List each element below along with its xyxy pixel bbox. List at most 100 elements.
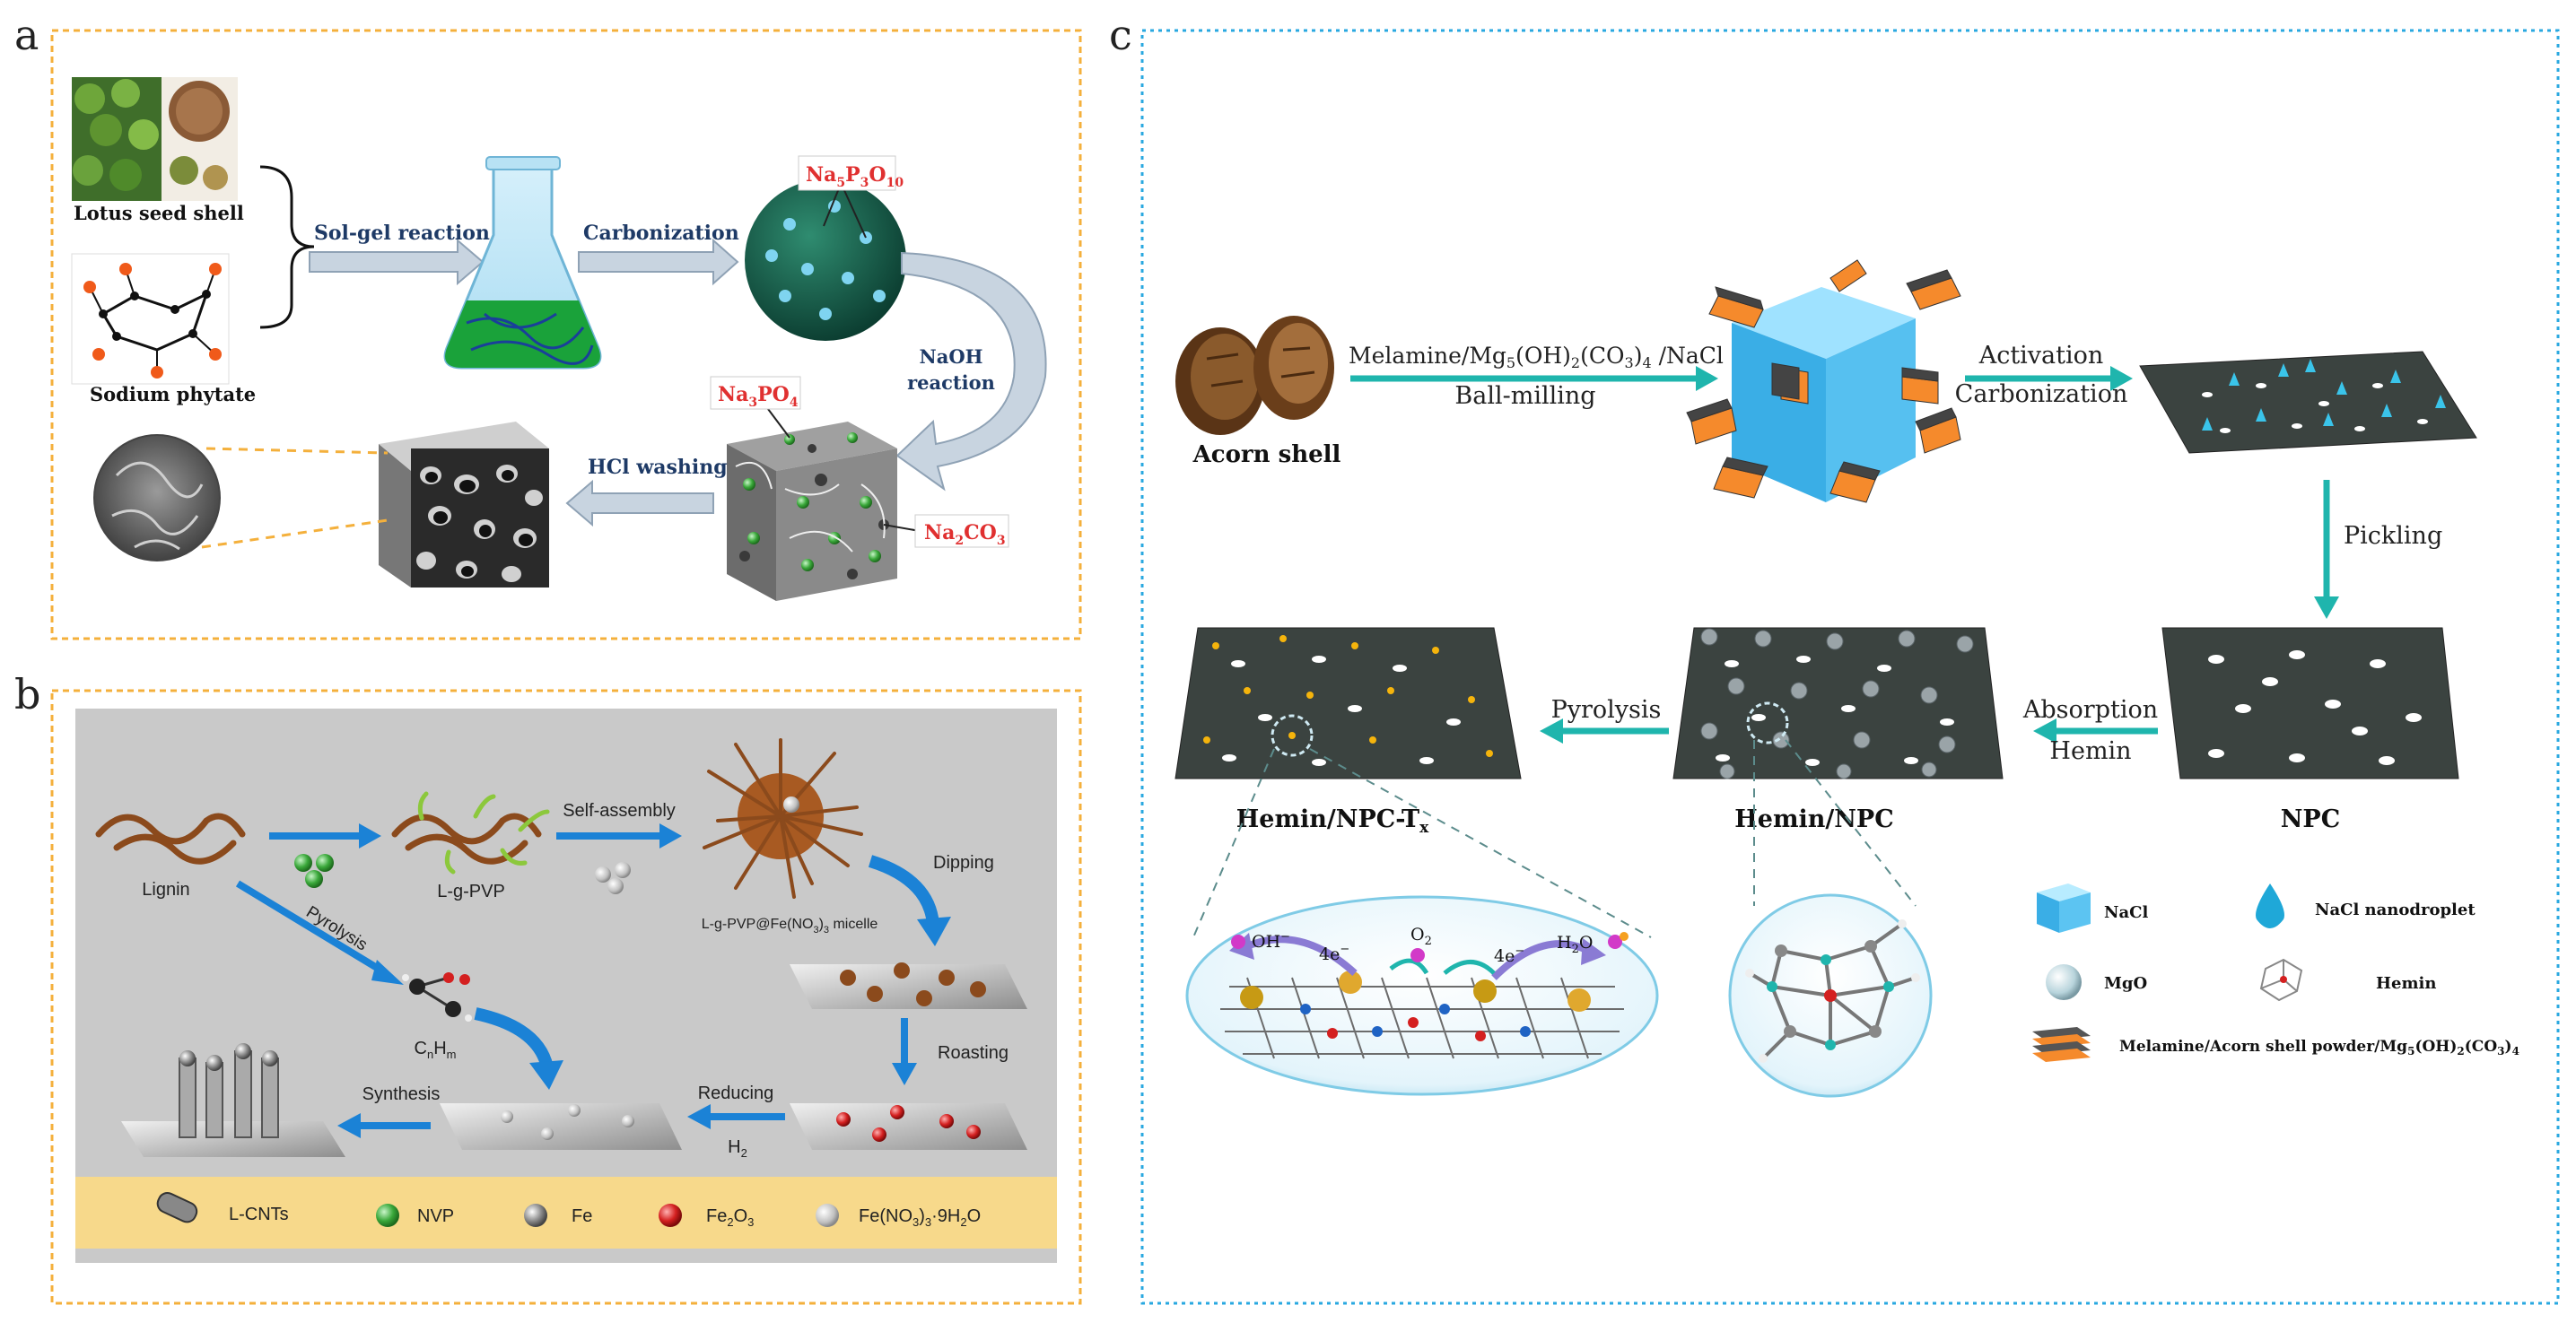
legend-composite-icon bbox=[2032, 1027, 2091, 1062]
cnt-tips bbox=[179, 1043, 278, 1071]
plate-2-fe2o3 bbox=[836, 1105, 981, 1142]
plate-3-fe bbox=[501, 1104, 634, 1140]
lignin-strand bbox=[95, 813, 246, 865]
legend-hemin-fe bbox=[2280, 976, 2287, 983]
pyrolysis-c-label: Pyrolysis bbox=[1551, 696, 1662, 724]
composite-flakes bbox=[1686, 259, 1961, 503]
panel-b-border bbox=[50, 689, 1082, 1305]
legend-nvp: NVP bbox=[417, 1206, 454, 1226]
acorn-shell-label: Acorn shell bbox=[1192, 441, 1341, 468]
pickling-label: Pickling bbox=[2344, 522, 2442, 550]
carbonization-label: Carbonization bbox=[583, 222, 739, 245]
legend-fe2o3-icon bbox=[659, 1204, 682, 1227]
sheet-hemin-npc-holes bbox=[1716, 656, 1954, 766]
na5p3o10-box bbox=[798, 155, 896, 191]
npc-label: NPC bbox=[2281, 805, 2340, 833]
solgel-arrow bbox=[309, 238, 485, 286]
nacl-cube bbox=[1732, 287, 1916, 502]
na5p3o10-label: Na5P3O10 bbox=[806, 163, 904, 190]
plate-2 bbox=[790, 1103, 1027, 1150]
hemin-molecules-on-sheet bbox=[1700, 628, 1974, 779]
fe-nitrate-spheres bbox=[595, 862, 631, 894]
zoom-line-hemin-2 bbox=[1785, 739, 1917, 907]
cnhm-arrow bbox=[474, 1007, 554, 1069]
electron-arc-2 bbox=[1491, 940, 1590, 980]
acorn-shell-image bbox=[1175, 316, 1334, 435]
pyrolysis-arrow bbox=[235, 880, 389, 977]
carbonization-arrow bbox=[578, 238, 739, 286]
synthesis-arrow-head bbox=[337, 1113, 361, 1138]
sheet-npc bbox=[2161, 627, 2459, 779]
four-electron-1: 4e− bbox=[1319, 943, 1349, 964]
lotus-seed-photo bbox=[72, 77, 238, 201]
cnt-tubes bbox=[179, 1050, 279, 1138]
zoom-marker-tx bbox=[1271, 714, 1314, 757]
cnhm-arrow-head bbox=[529, 1060, 563, 1090]
hemin-atoms bbox=[1745, 919, 1920, 1063]
graphene-lattice bbox=[1220, 977, 1624, 1059]
h2o-label: H2O bbox=[1557, 933, 1593, 956]
naoh-label-1: NaOH bbox=[920, 345, 983, 368]
legend-fe-icon bbox=[524, 1204, 547, 1227]
teal-arc-2 bbox=[1443, 960, 1496, 975]
hcl-arrow bbox=[565, 479, 714, 527]
micelle bbox=[703, 738, 863, 899]
ball-milling-arrow-head bbox=[1696, 366, 1718, 391]
sodium-phytate-structure bbox=[71, 253, 230, 385]
naoh-label-2: reaction bbox=[907, 371, 995, 394]
electron-arc-1 bbox=[1245, 936, 1358, 976]
micelle-label: L-g-PVP@Fe(NO3)3 micelle bbox=[702, 917, 878, 936]
synthesis-label: Synthesis bbox=[362, 1084, 441, 1104]
solgel-label: Sol-gel reaction bbox=[314, 222, 490, 245]
plate-1-micelles bbox=[840, 962, 986, 1006]
legend-nvp-icon bbox=[376, 1204, 399, 1227]
legend-nacl-icon bbox=[2037, 883, 2091, 933]
sheet-droplets bbox=[2139, 351, 2477, 454]
na5p3o10-pointer-1 bbox=[823, 187, 840, 227]
panel-b-legend-bar bbox=[75, 1177, 1057, 1249]
hemin-npc-label: Hemin/NPC bbox=[1734, 805, 1893, 833]
legend-hemin: Hemin bbox=[2376, 974, 2436, 993]
sem-texture bbox=[111, 461, 204, 551]
zoom-line-2 bbox=[201, 518, 389, 549]
activation-arrow-head bbox=[2110, 366, 2133, 391]
panel-a-letter: a bbox=[14, 11, 39, 59]
sheet-hemin-npc-tx bbox=[1174, 627, 1522, 779]
roasting-label: Roasting bbox=[938, 1043, 1009, 1063]
cnhm-molecule bbox=[402, 972, 472, 1022]
absorption-arrow-head bbox=[2033, 718, 2056, 744]
dipping-label: Dipping bbox=[933, 853, 994, 873]
naoh-curved-arrow bbox=[895, 251, 1047, 492]
na2co3-label: Na2CO3 bbox=[924, 521, 1006, 548]
electron-arc-2-head bbox=[1581, 938, 1606, 965]
reducing-arrow-head bbox=[687, 1104, 711, 1129]
legend-composite: Melamine/Acorn shell powder/Mg5(OH)2(CO3… bbox=[2119, 1038, 2519, 1058]
legend-nacl-droplet: NaCl nanodroplet bbox=[2315, 901, 2476, 919]
na2co3-box bbox=[914, 514, 1009, 548]
porous-cube bbox=[727, 422, 897, 601]
activation-label: Activation bbox=[1978, 342, 2104, 370]
nvp-spheres bbox=[294, 854, 334, 888]
panel-c-letter: c bbox=[1109, 11, 1132, 59]
pyrolysis-arrow-head bbox=[371, 960, 404, 985]
legend-fenitrate: Fe(NO3)3·9H2O bbox=[859, 1206, 981, 1229]
hcl-label: HCl washing bbox=[588, 456, 728, 479]
porous-carbon-block bbox=[379, 422, 549, 588]
plate-3 bbox=[440, 1103, 682, 1150]
na2co3-pointer bbox=[883, 524, 921, 532]
zoom-marker-hemin bbox=[1746, 701, 1789, 744]
panel-a: a Lotus seed shell bbox=[14, 11, 1082, 640]
arrow-self-assembly-head bbox=[659, 823, 682, 849]
o2-molecule bbox=[1410, 948, 1425, 962]
self-assembly-label: Self-assembly bbox=[563, 801, 676, 821]
reducing-label: Reducing bbox=[698, 1084, 774, 1103]
lattice-atoms bbox=[1240, 970, 1591, 1041]
legend-mgo-icon bbox=[2046, 964, 2082, 1000]
sheet-npc-holes bbox=[2208, 650, 2422, 765]
pvp-branches bbox=[417, 791, 550, 875]
na3po4-box bbox=[710, 376, 801, 410]
h2o-h bbox=[1620, 932, 1629, 941]
fe-sites-on-sheet bbox=[1203, 635, 1493, 757]
legend-nacl: NaCl bbox=[2104, 903, 2148, 922]
ball-milling-label: Ball-milling bbox=[1454, 382, 1595, 410]
